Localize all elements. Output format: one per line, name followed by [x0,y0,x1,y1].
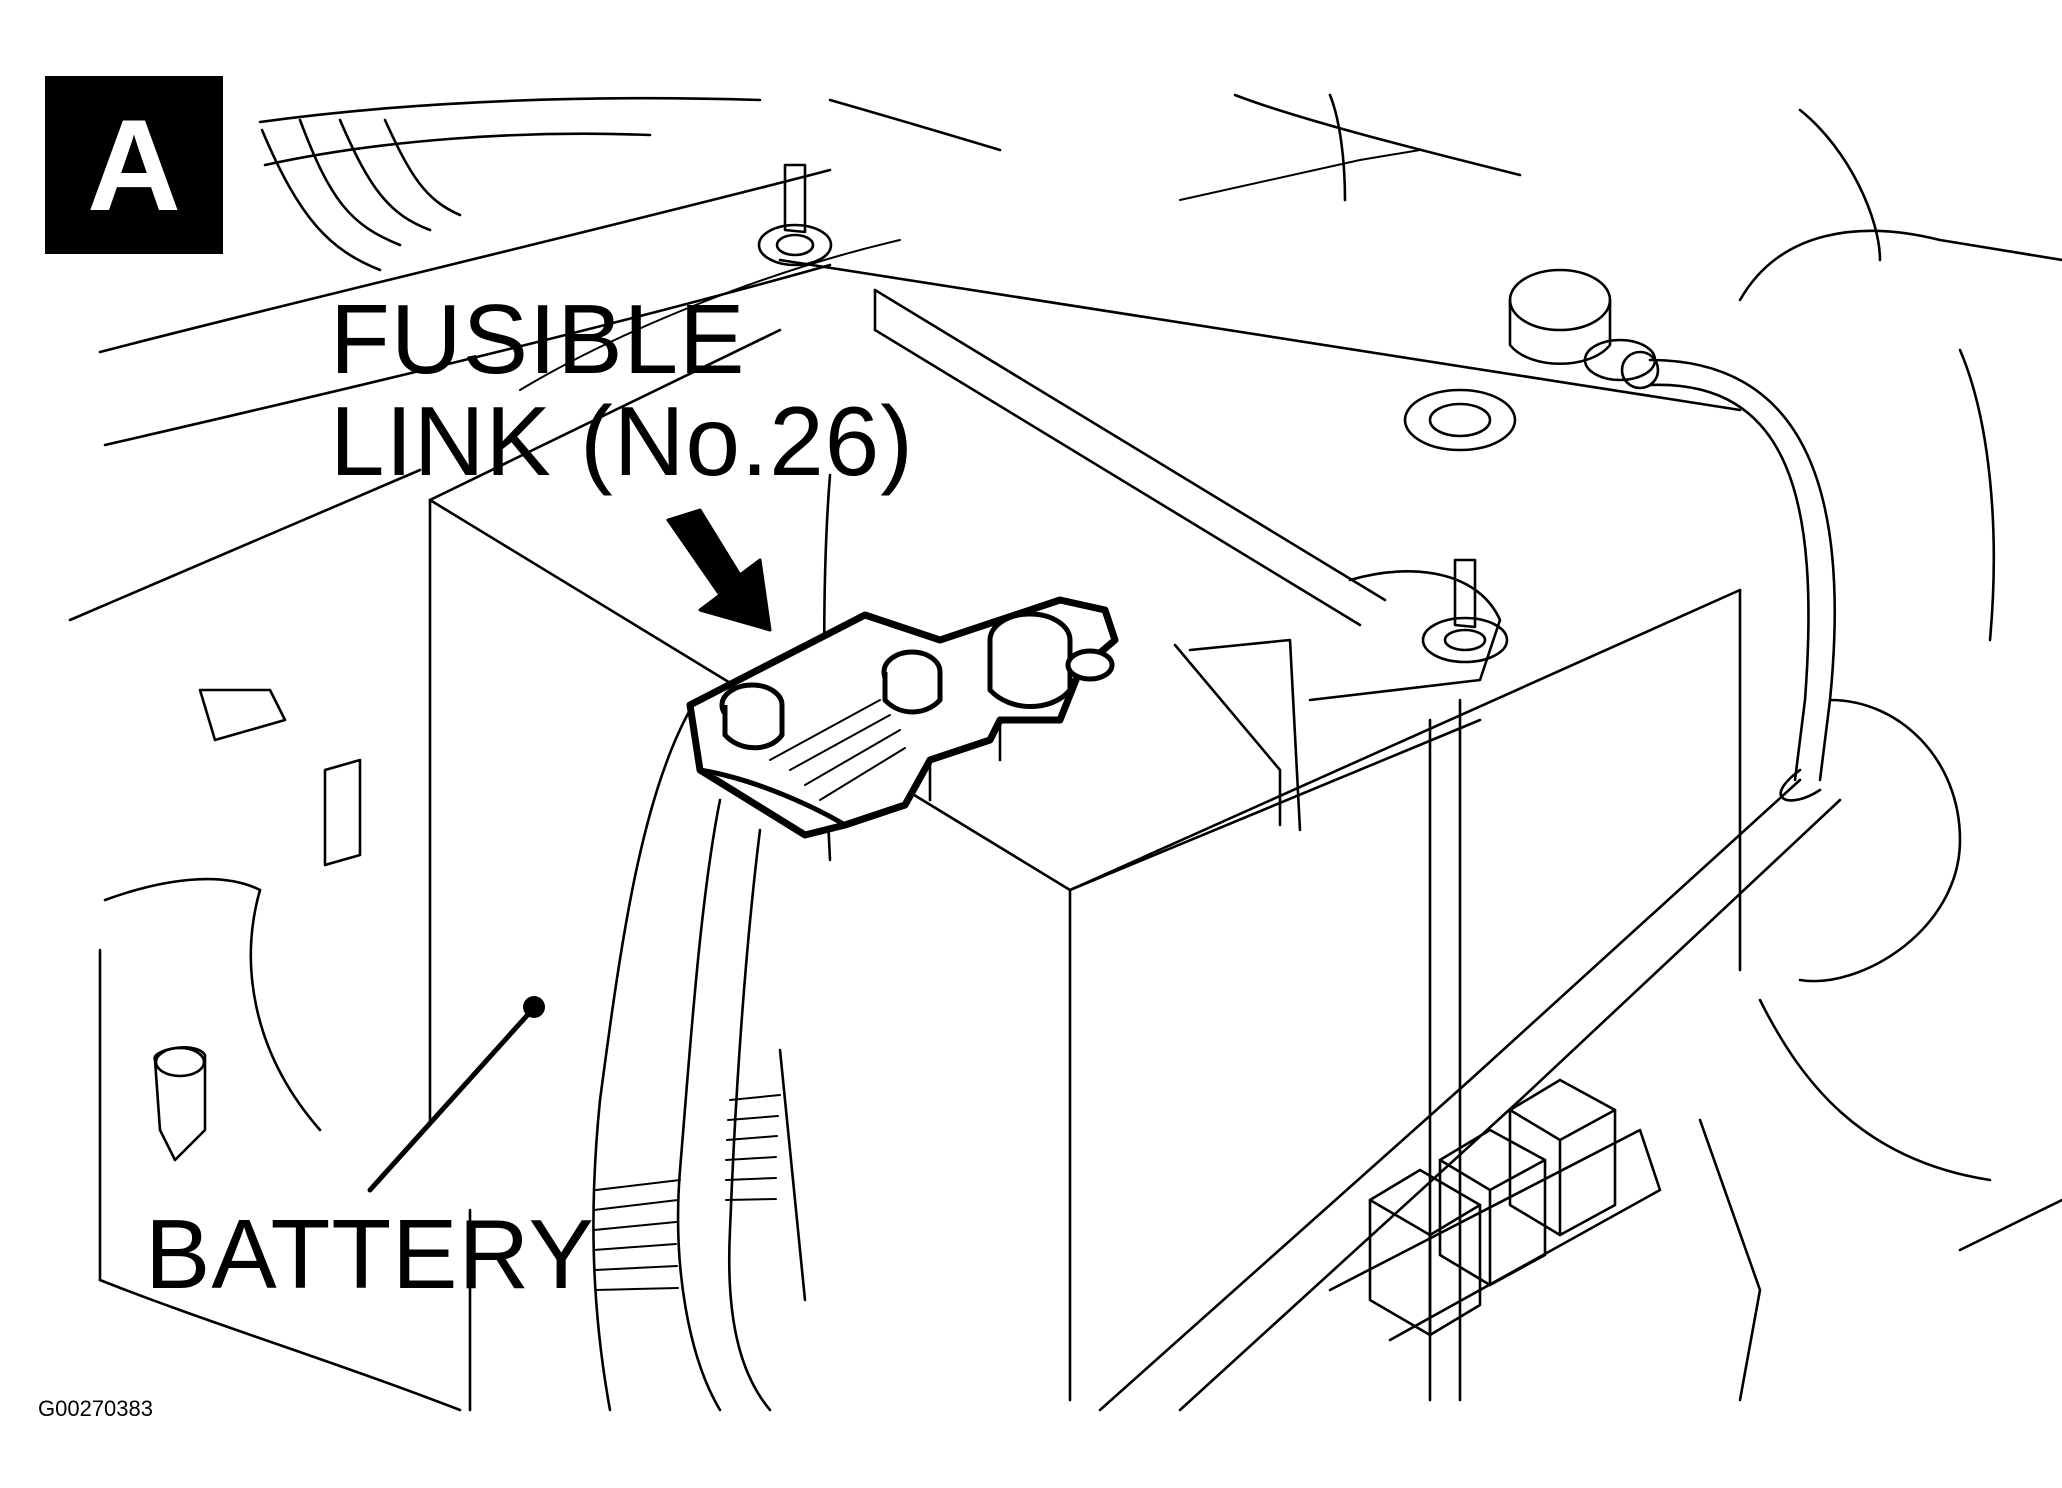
view-label-badge: A [45,76,223,254]
battery-cable [1098,358,1962,1412]
battery-leader-line [367,996,545,1193]
battery-label: BATTERY [145,1199,595,1309]
relay-block [1328,1078,1662,1342]
battery-hold-down-bar [873,288,1502,832]
fusible-link-assembly [686,596,1119,839]
wiring-harness [592,708,807,1412]
battery-posts [757,163,1660,664]
pointer-arrow [666,508,772,632]
fender-contours [98,93,1522,447]
body-panel-right [1698,108,2062,1402]
fusible-link-label-line2: LINK (No.26) [330,386,914,496]
fusible-link-label-line1: FUSIBLE [330,284,746,394]
battery-case [428,149,1742,1402]
figure-code: G00270383 [38,1396,153,1421]
